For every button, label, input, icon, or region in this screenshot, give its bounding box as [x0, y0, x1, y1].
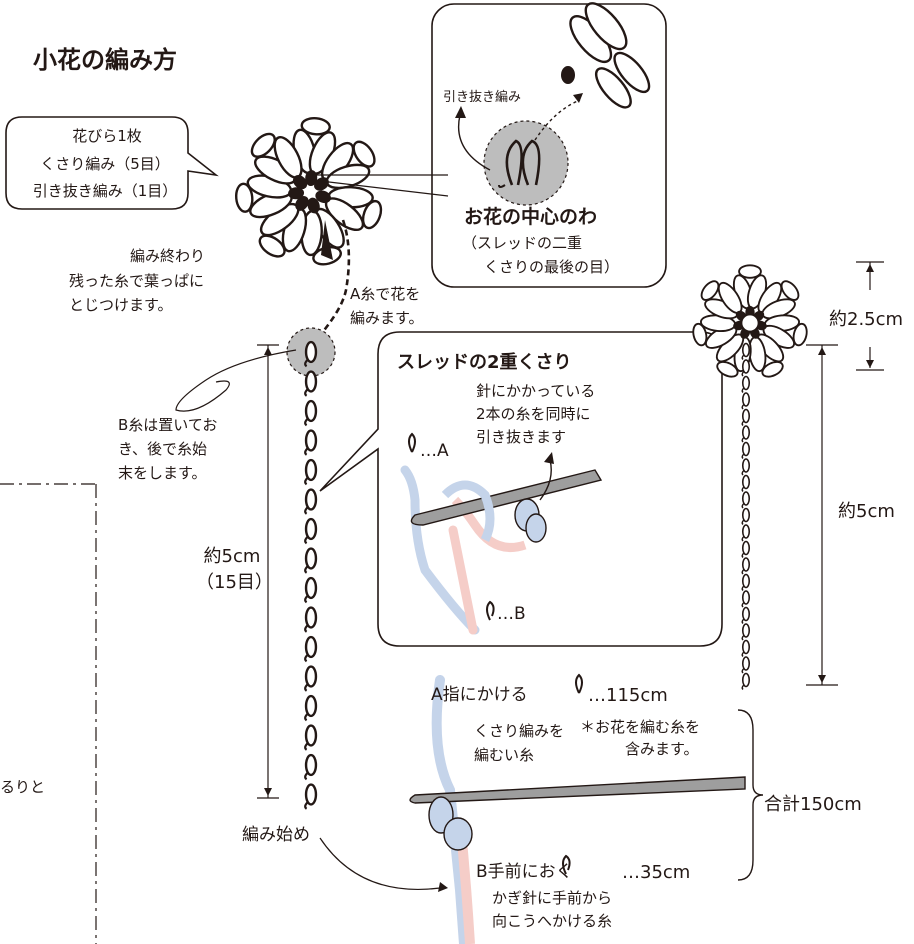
- petal-label-3: 引き抜き編み（1目）: [32, 182, 178, 200]
- stem-length-label: 約5cm: [838, 501, 895, 522]
- chain-link: [303, 547, 318, 575]
- left-length-2: （15目）: [196, 572, 273, 593]
- stem-chain-left: [303, 340, 318, 811]
- total-length: 合計150cm: [764, 794, 862, 815]
- chain-link: [741, 375, 751, 394]
- thread-a-line: A指にかける: [431, 685, 528, 705]
- center-ring-label: お花の中心のわ: [464, 206, 598, 228]
- thread-a-label: …A: [420, 441, 449, 461]
- flower-finished: [688, 264, 812, 385]
- chain-link: [303, 724, 318, 752]
- petal-callout-bubble: [5, 116, 219, 210]
- double-chain-note-2: 2本の糸を同時に: [476, 405, 591, 423]
- chain-link: [741, 392, 751, 410]
- thread-b-length: …35cm: [622, 862, 691, 883]
- inset-chain: [569, 2, 651, 109]
- cut-text: るりと: [0, 778, 46, 796]
- end-label-1: 編み終わり: [130, 247, 206, 265]
- chain-link: [741, 672, 751, 691]
- chain-link: [741, 408, 751, 427]
- b-thread-loop: [175, 349, 297, 412]
- thread-b-label: …B: [497, 604, 526, 624]
- chain-link: [741, 639, 751, 658]
- chain-link: [303, 458, 318, 486]
- thread-a-desc-2: 編むい糸: [474, 746, 535, 764]
- chain-link: [303, 783, 318, 811]
- stem-chain-right: [741, 342, 751, 691]
- chain-link: [741, 491, 751, 509]
- chain-link: [741, 474, 751, 493]
- chain-link: [303, 635, 318, 663]
- b-thread-note-1: B糸は置いてお: [118, 416, 218, 434]
- a-thread-dashed: [315, 219, 351, 341]
- double-chain-title: スレッドの2重くさり: [397, 352, 572, 373]
- thread-b-line: B手前におく: [476, 862, 573, 882]
- chain-link: [303, 370, 318, 398]
- chain-link: [741, 656, 751, 674]
- chain-link: [741, 557, 751, 575]
- end-label-2: 残った糸で葉っぱに: [69, 272, 205, 290]
- b-thread-note-2: き、後で糸始: [118, 440, 207, 458]
- chain-link: [303, 576, 318, 604]
- chain-link: [741, 458, 751, 476]
- end-label-3: とじつけます。: [69, 296, 173, 314]
- chain-link: [741, 507, 751, 526]
- total-brace: [737, 709, 764, 881]
- thread-b-desc-1: かぎ針に手前から: [492, 889, 613, 907]
- chain-link: [303, 399, 318, 427]
- double-chain-note-3: 引き抜きます: [476, 428, 567, 446]
- b-thread-note-3: 末をします。: [118, 464, 207, 482]
- flower-size-label: 約2.5cm: [829, 309, 904, 330]
- page-title: 小花の編み方: [33, 46, 177, 74]
- center-ring-sub-2: くさりの最後の目）: [484, 258, 620, 276]
- slip-stitch-label: 引き抜き編み: [443, 90, 522, 105]
- chain-link: [741, 590, 751, 608]
- start-label: 編み始め: [242, 825, 310, 845]
- center-ring-loops: [505, 139, 541, 186]
- a-thread-note-2: 編みます。: [350, 309, 424, 327]
- chain-link: [303, 694, 318, 722]
- chain-link: [741, 524, 751, 542]
- petal-label-2: くさり編み（5目）: [40, 155, 170, 173]
- thread-note-1: ＊お花を編む糸を: [580, 718, 701, 736]
- chain-link: [303, 665, 318, 693]
- chain-link: [741, 573, 751, 592]
- thread-note-2: 含みます。: [625, 740, 699, 758]
- chain-link: [303, 606, 318, 634]
- chain-link: [741, 623, 751, 641]
- flower-main: [232, 114, 390, 272]
- chain-link: [741, 441, 751, 460]
- a-thread-note-1: A糸で花を: [350, 285, 421, 303]
- petal-label-1: 花びら1枚: [72, 127, 142, 145]
- chain-link: [303, 753, 318, 781]
- left-length-1: 約5cm: [203, 546, 261, 567]
- center-ring-shade: [483, 120, 569, 206]
- chain-link: [741, 359, 751, 377]
- chain-link: [741, 540, 751, 559]
- thread-a-length: …115cm: [588, 685, 668, 706]
- double-chain-note-1: 針にかかっている: [476, 382, 596, 400]
- chain-link: [303, 517, 318, 545]
- end-arrow-head: [321, 220, 333, 260]
- thread-b-desc-2: 向こうへかける糸: [492, 912, 613, 930]
- chain-link: [303, 488, 318, 516]
- center-ring-sub-1: （スレッドの二重: [462, 234, 583, 252]
- thread-a-desc-1: くさり編みを: [474, 722, 565, 740]
- chain-link: [741, 606, 751, 625]
- chain-link: [741, 425, 751, 443]
- chain-link: [303, 429, 318, 457]
